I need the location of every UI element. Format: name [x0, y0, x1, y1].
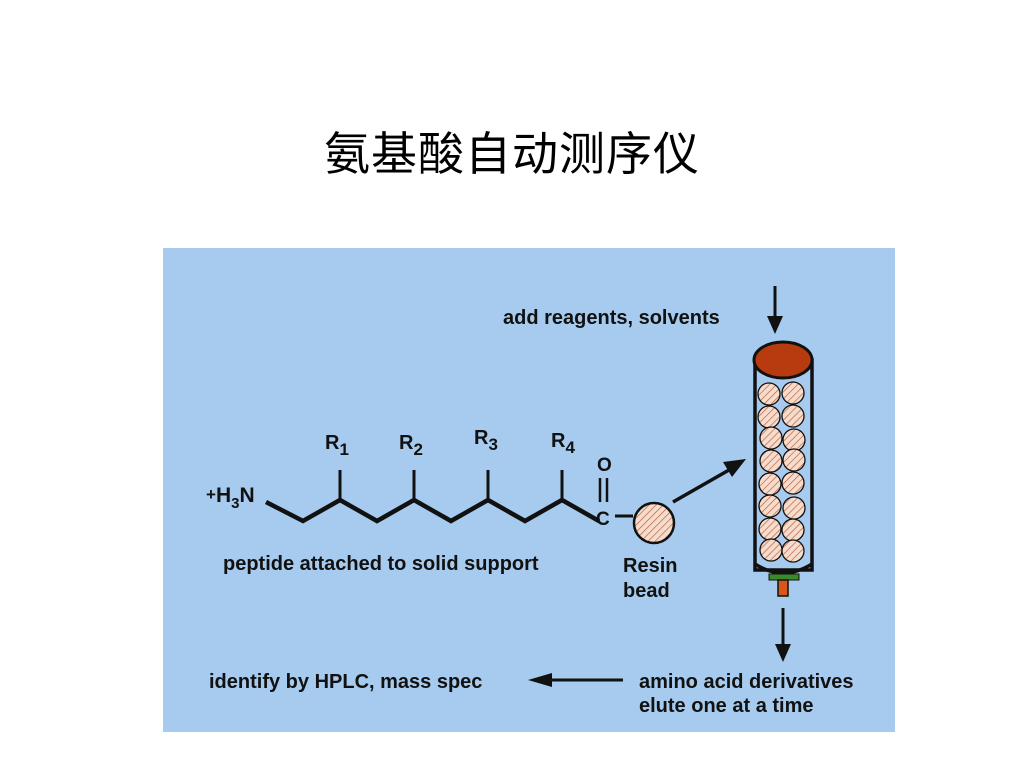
- packing-bead: [757, 382, 781, 406]
- packing-bead: [758, 517, 782, 541]
- packing-bead: [781, 518, 805, 542]
- packing-bead: [759, 538, 783, 562]
- svg-text:+H3N: +H3N: [206, 484, 255, 512]
- column-cap: [752, 340, 814, 380]
- packing-bead: [759, 449, 783, 473]
- packing-bead: [757, 405, 781, 429]
- amine-n: N: [239, 484, 254, 507]
- elute-label-line2: elute one at a time: [639, 695, 814, 717]
- packing-bead: [781, 539, 805, 563]
- side-chain-label-3: R3: [474, 427, 498, 454]
- side-chain-label-1: R1: [325, 432, 349, 459]
- packing-bead: [782, 448, 806, 472]
- bead-to-column-arrow: [672, 459, 746, 504]
- stopcock-bar: [768, 573, 800, 581]
- slide-title: 氨基酸自动测序仪: [324, 127, 700, 181]
- column-packing: [757, 381, 806, 563]
- packing-bead: [782, 496, 806, 520]
- sequencer-column: [752, 340, 814, 575]
- amine-charge: +: [206, 485, 216, 504]
- peptide-caption: peptide attached to solid support: [223, 553, 539, 575]
- amine-subscript: 3: [231, 495, 239, 512]
- packing-bead: [758, 494, 782, 518]
- resin-label-line2: bead: [623, 580, 670, 602]
- carbonyl-carbon: C: [596, 509, 610, 530]
- side-chain-label-4: R4: [551, 430, 575, 457]
- sequencer-diagram: add reagents, solvents +H3N R1 R2 R3 R4 …: [163, 248, 895, 732]
- packing-bead: [758, 472, 782, 496]
- packing-bead: [781, 404, 805, 428]
- peptide-backbone: [264, 497, 601, 524]
- column-bottom: [754, 562, 813, 575]
- resin-bead: [632, 501, 676, 545]
- reagents-arrow: [767, 286, 783, 334]
- identify-label: identify by HPLC, mass spec: [209, 671, 482, 693]
- resin-label-line1: Resin: [623, 555, 677, 577]
- packing-bead: [782, 428, 806, 452]
- packing-bead: [759, 426, 783, 450]
- packing-bead: [781, 381, 805, 405]
- side-chain-label-2: R2: [399, 432, 423, 459]
- reagents-label: add reagents, solvents: [503, 307, 720, 329]
- carbonyl-oxygen: O: [597, 455, 612, 476]
- packing-bead: [781, 471, 805, 495]
- elute-label-line1: amino acid derivatives: [639, 671, 854, 693]
- amine-h: H: [216, 484, 231, 507]
- elute-arrow: [775, 608, 791, 662]
- identify-arrow: [528, 673, 623, 687]
- stopcock-stem: [777, 579, 789, 597]
- diagram-canvas: add reagents, solvents +H3N R1 R2 R3 R4 …: [163, 248, 895, 732]
